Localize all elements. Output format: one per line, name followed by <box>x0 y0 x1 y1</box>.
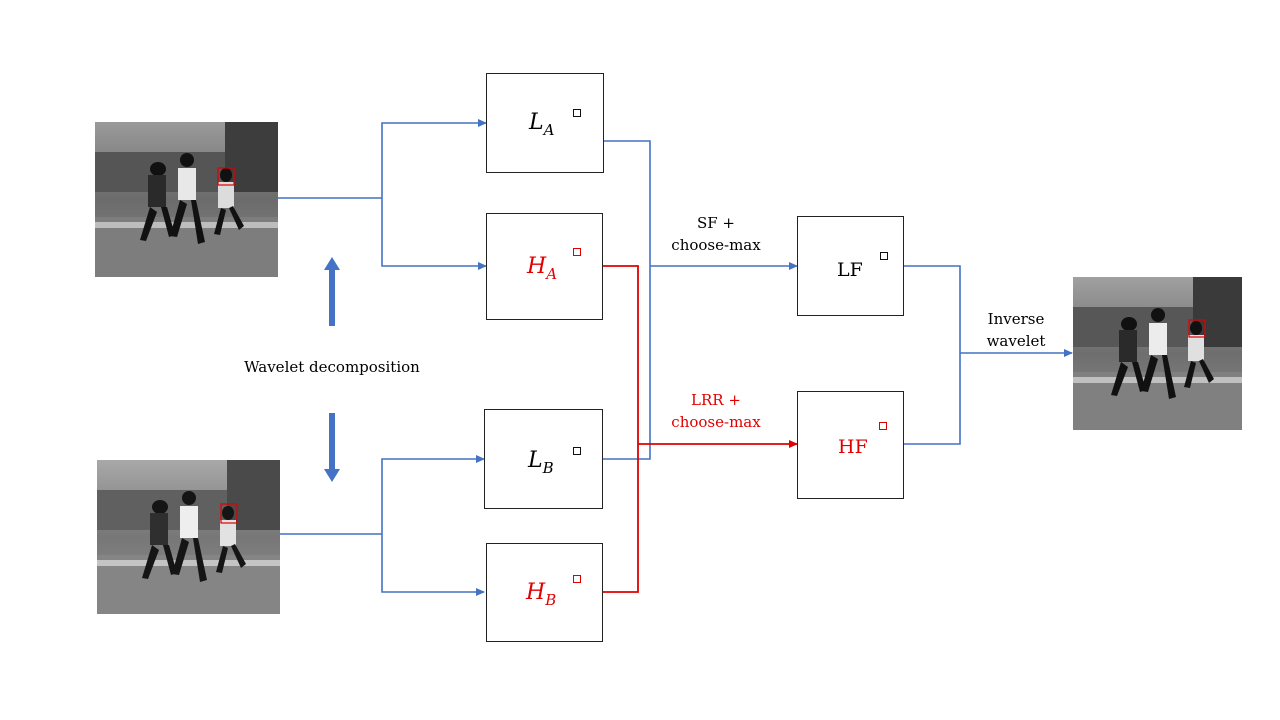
box-hb: HB <box>486 543 603 642</box>
fused-image <box>1073 277 1242 430</box>
connector-a-to-la <box>381 119 487 198</box>
lrr-label-line2: choose-max <box>671 413 761 431</box>
box-lb: LB <box>484 409 603 509</box>
lrr-choose-max-label: LRR + choose-max <box>656 389 776 433</box>
box-la-label: LA <box>529 110 555 139</box>
box-lf-marker <box>880 252 888 260</box>
box-hb-label: HB <box>526 580 557 609</box>
box-hf-label: HF <box>838 436 868 458</box>
lrr-label-line1: LRR + <box>691 391 741 409</box>
box-lf: LF <box>797 216 904 316</box>
inverse-wavelet-label: Inverse wavelet <box>966 308 1066 352</box>
inverse-label-line1: Inverse <box>987 310 1045 328</box>
connector-lf-out <box>904 265 961 445</box>
box-hf: HF <box>797 391 904 499</box>
source-image-a <box>95 122 278 277</box>
sf-label-line2: choose-max <box>671 236 761 254</box>
box-ha: HA <box>486 213 603 320</box>
box-lb-marker <box>573 447 581 455</box>
sf-label-line1: SF + <box>696 214 736 232</box>
box-hf-marker <box>879 422 887 430</box>
connector-la-to-lf <box>603 140 651 460</box>
source-image-b <box>97 460 280 614</box>
connector-b-to-lb <box>381 455 485 534</box>
connector-b-to-hb <box>381 534 485 596</box>
arrow-up-block <box>324 257 340 326</box>
arrow-down-block <box>324 413 340 482</box>
connector-a-to-ha <box>381 198 487 270</box>
inverse-label-line2: wavelet <box>986 332 1046 350</box>
connector-ha-to-hf <box>603 265 639 593</box>
sf-choose-max-label: SF + choose-max <box>656 212 776 256</box>
box-lb-label: LB <box>528 448 554 477</box>
box-lf-label: LF <box>837 259 863 281</box>
box-ha-label: HA <box>527 254 558 283</box>
box-hb-marker <box>573 575 581 583</box>
box-ha-marker <box>573 248 581 256</box>
wavelet-decomposition-label: Wavelet decomposition <box>244 358 420 376</box>
box-la-marker <box>573 109 581 117</box>
box-la: LA <box>486 73 604 173</box>
